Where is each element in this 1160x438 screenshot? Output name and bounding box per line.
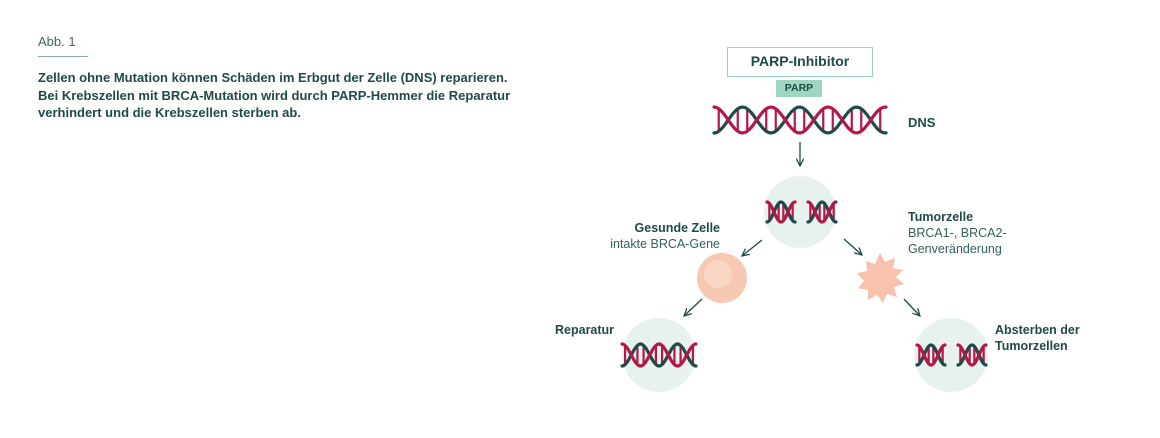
arrow-to-death: [903, 298, 920, 316]
tumor-cell-subtitle-1: BRCA1-, BRCA2-: [908, 226, 1007, 240]
tumor-cell-title: Tumorzelle: [908, 210, 974, 224]
helix-strand-teal: [620, 342, 698, 368]
figure-label: Abb. 1: [38, 34, 76, 49]
arrow-to-repair: [684, 298, 703, 316]
healthy-cell-label: Gesunde Zelle intakte BRCA-Gene: [583, 220, 720, 252]
helix-strand-teal: [956, 343, 988, 367]
helix-strand-red: [806, 200, 838, 224]
tumor-cell-subtitle-2: Genveränderung: [908, 242, 1002, 256]
parp-inhibitor-box: PARP-Inhibitor: [727, 47, 873, 77]
repair-label: Reparatur: [555, 323, 615, 337]
parp-tag: PARP: [776, 80, 822, 97]
cell-death-label-1: Absterben der: [995, 323, 1080, 337]
helix-strand-red: [712, 105, 888, 135]
repair-circle: [622, 318, 696, 392]
dead-dna-right-icon: [956, 343, 988, 367]
healthy-cell-subtitle: intakte BRCA-Gene: [610, 237, 720, 251]
figure-caption: Zellen ohne Mutation können Schäden im E…: [38, 69, 558, 122]
helix-strand-teal: [806, 200, 838, 224]
arrow-to-tumor: [843, 238, 862, 255]
cell-death-label: Absterben der Tumorzellen: [995, 322, 1080, 354]
repaired-dna-icon: [620, 342, 698, 368]
tumor-cell: [857, 253, 904, 303]
tumor-cell-label: Tumorzelle BRCA1-, BRCA2- Genveränderung: [908, 209, 1007, 257]
helix-strand-teal: [712, 105, 888, 135]
cell-death-label-2: Tumorzellen: [995, 339, 1068, 353]
broken-dna-left-icon: [765, 200, 797, 224]
arrow-to-healthy: [742, 239, 763, 256]
healthy-cell-title: Gesunde Zelle: [634, 221, 720, 235]
caption-line-3: verhindert und die Krebszellen sterben a…: [38, 105, 301, 120]
dna-label: DNS: [908, 115, 936, 130]
helix-strand-red: [915, 343, 947, 367]
dna-helix-icon: [712, 105, 888, 135]
dead-dna-left-icon: [915, 343, 947, 367]
helix-strand-teal: [915, 343, 947, 367]
figure-label-rule: [38, 56, 88, 57]
helix-strand-teal: [765, 200, 797, 224]
caption-line-2: Bei Krebszellen mit BRCA-Mutation wird d…: [38, 87, 511, 103]
break-circle: [764, 176, 836, 248]
helix-strand-red: [765, 200, 797, 224]
broken-dna-right-icon: [806, 200, 838, 224]
helix-strand-red: [956, 343, 988, 367]
death-circle: [914, 318, 988, 392]
helix-strand-red: [620, 342, 698, 368]
caption-line-1: Zellen ohne Mutation können Schäden im E…: [38, 70, 508, 85]
